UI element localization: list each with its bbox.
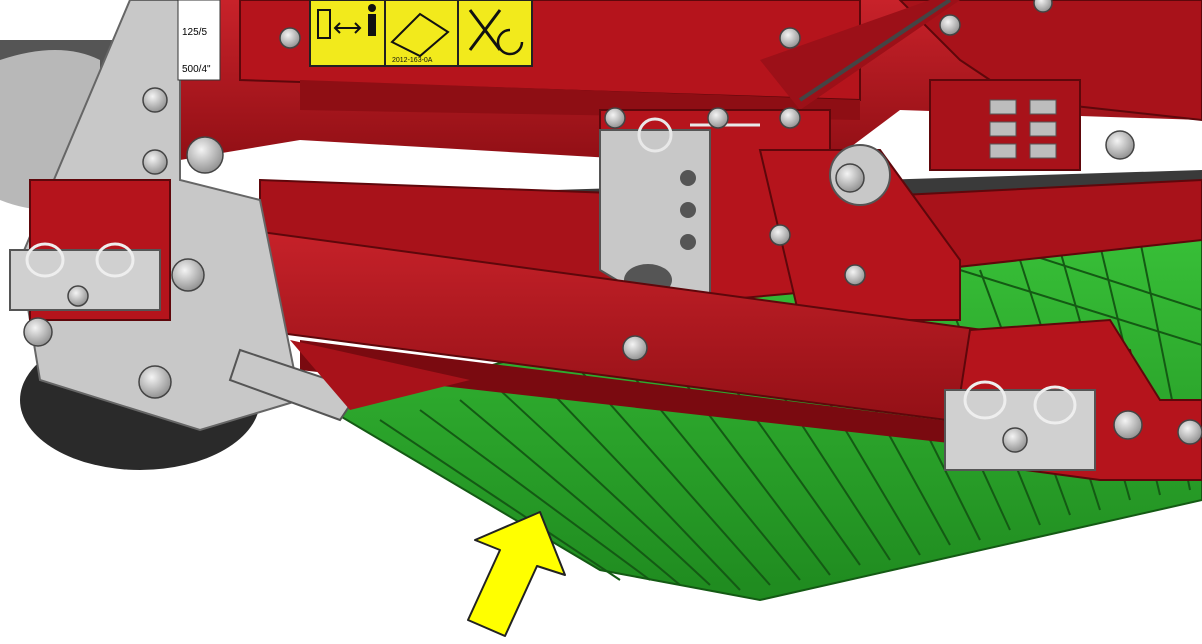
left-side-plate: 125/5 500/4" bbox=[9, 0, 302, 432]
warning-decal-icon: 2012-163-0A bbox=[309, 0, 533, 67]
yellow-pointer-arrow-icon bbox=[467, 511, 566, 637]
decal-code: 2012-163-0A bbox=[392, 57, 433, 64]
side-label-1: 125/5 bbox=[182, 27, 207, 38]
side-label-2: 500/4" bbox=[182, 64, 211, 75]
comb-mount-bracket bbox=[228, 340, 470, 422]
bolts bbox=[23, 0, 1202, 453]
right-lift-bracket bbox=[758, 79, 1081, 321]
